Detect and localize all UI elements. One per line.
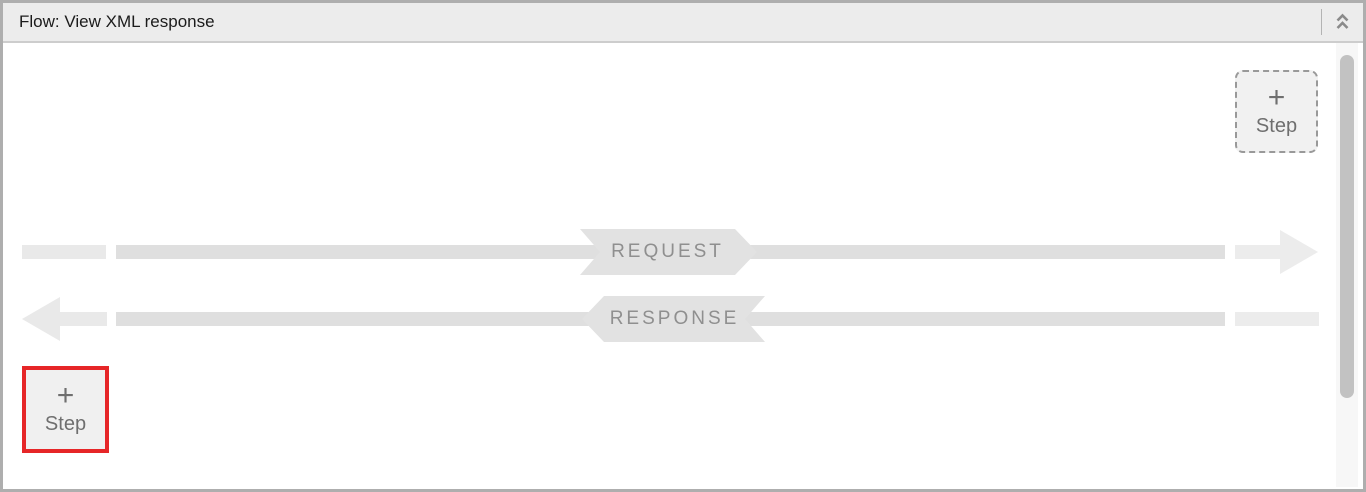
flow-canvas: + Step REQUEST RESPONSE + Step [3,43,1363,487]
collapse-panel-button[interactable] [1322,3,1363,41]
plus-icon: + [1267,81,1286,114]
double-chevron-up-icon [1336,13,1349,29]
header-divider [1321,9,1322,35]
request-line-start-segment [22,245,106,259]
request-badge-label: REQUEST [611,241,724,262]
plus-icon: + [56,379,75,412]
header-controls [1321,3,1363,41]
response-arrowhead-icon [22,297,60,341]
scrollbar-track[interactable] [1336,43,1358,487]
add-step-label: Step [1255,115,1298,137]
response-line-end-segment [1235,312,1319,326]
response-badge-label: RESPONSE [609,308,740,329]
response-line-start-segment [58,312,107,326]
request-line-end-segment [1235,245,1285,259]
request-arrowhead-icon [1280,230,1318,274]
panel-title: Flow: View XML response [19,12,215,31]
add-step-label: Step [44,413,87,435]
request-badge: REQUEST [580,229,757,275]
add-step-button-response[interactable]: + Step [22,366,109,453]
response-badge: RESPONSE [582,296,765,342]
panel-header: Flow: View XML response [3,3,1363,43]
add-step-button-request[interactable]: + Step [1235,70,1318,153]
scrollbar-thumb[interactable] [1340,55,1354,398]
